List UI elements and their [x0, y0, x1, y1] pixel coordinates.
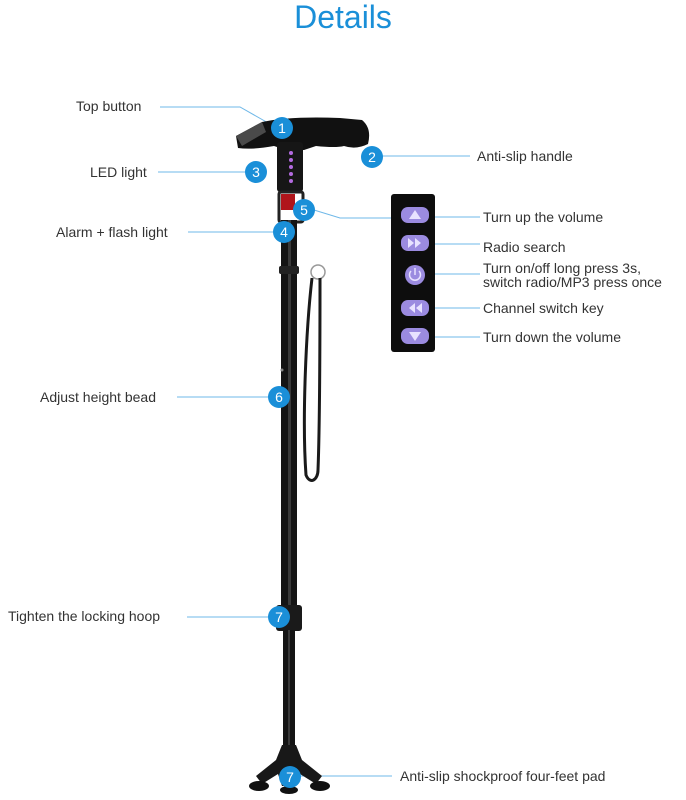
- badge-7-feet: 7: [279, 766, 301, 788]
- svg-text:6: 6: [275, 389, 283, 405]
- label-adjust-height: Adjust height bead: [40, 389, 156, 405]
- label-top-button: Top button: [76, 98, 142, 114]
- label-volume-up: Turn up the volume: [483, 209, 604, 225]
- label-power: Turn on/off long press 3s, switch radio/…: [483, 260, 662, 290]
- svg-text:4: 4: [280, 224, 288, 240]
- label-radio-search: Radio search: [483, 239, 566, 255]
- label-volume-down: Turn down the volume: [483, 329, 621, 345]
- fast-forward-icon: [408, 238, 414, 248]
- leader-remote: [313, 209, 404, 219]
- svg-text:3: 3: [252, 164, 260, 180]
- channel-switch-button: [401, 300, 429, 316]
- cane: [236, 117, 370, 794]
- svg-text:7: 7: [275, 609, 283, 625]
- volume-down-button: [401, 328, 429, 344]
- label-tighten: Tighten the locking hoop: [8, 608, 161, 624]
- label-alarm: Alarm + flash light: [56, 224, 168, 240]
- badge-2: 2: [361, 146, 383, 168]
- badge-4: 4: [273, 221, 295, 243]
- badge-1: 1: [271, 117, 293, 139]
- triangle-down-icon: [409, 332, 421, 341]
- label-four-feet-pad: Anti-slip shockproof four-feet pad: [400, 768, 606, 784]
- wrist-strap: [302, 264, 326, 482]
- triangle-up-icon: [409, 210, 421, 219]
- svg-text:1: 1: [278, 120, 286, 136]
- svg-text:7: 7: [286, 769, 294, 785]
- rewind-icon: [409, 303, 415, 313]
- badge-3: 3: [245, 161, 267, 183]
- power-button: [405, 265, 425, 285]
- badge-7-hoop: 7: [268, 606, 290, 628]
- page-title: Details: [294, 0, 392, 35]
- power-icon: [408, 270, 422, 282]
- leader-top-button: [160, 106, 271, 125]
- label-channel: Channel switch key: [483, 300, 604, 316]
- badge-5: 5: [293, 199, 315, 221]
- badge-6: 6: [268, 386, 290, 408]
- radio-search-button: [401, 235, 429, 251]
- label-led-light: LED light: [90, 164, 147, 180]
- volume-up-button: [401, 207, 429, 223]
- svg-text:5: 5: [300, 202, 308, 218]
- label-anti-slip-handle: Anti-slip handle: [477, 148, 573, 164]
- svg-text:2: 2: [368, 149, 376, 165]
